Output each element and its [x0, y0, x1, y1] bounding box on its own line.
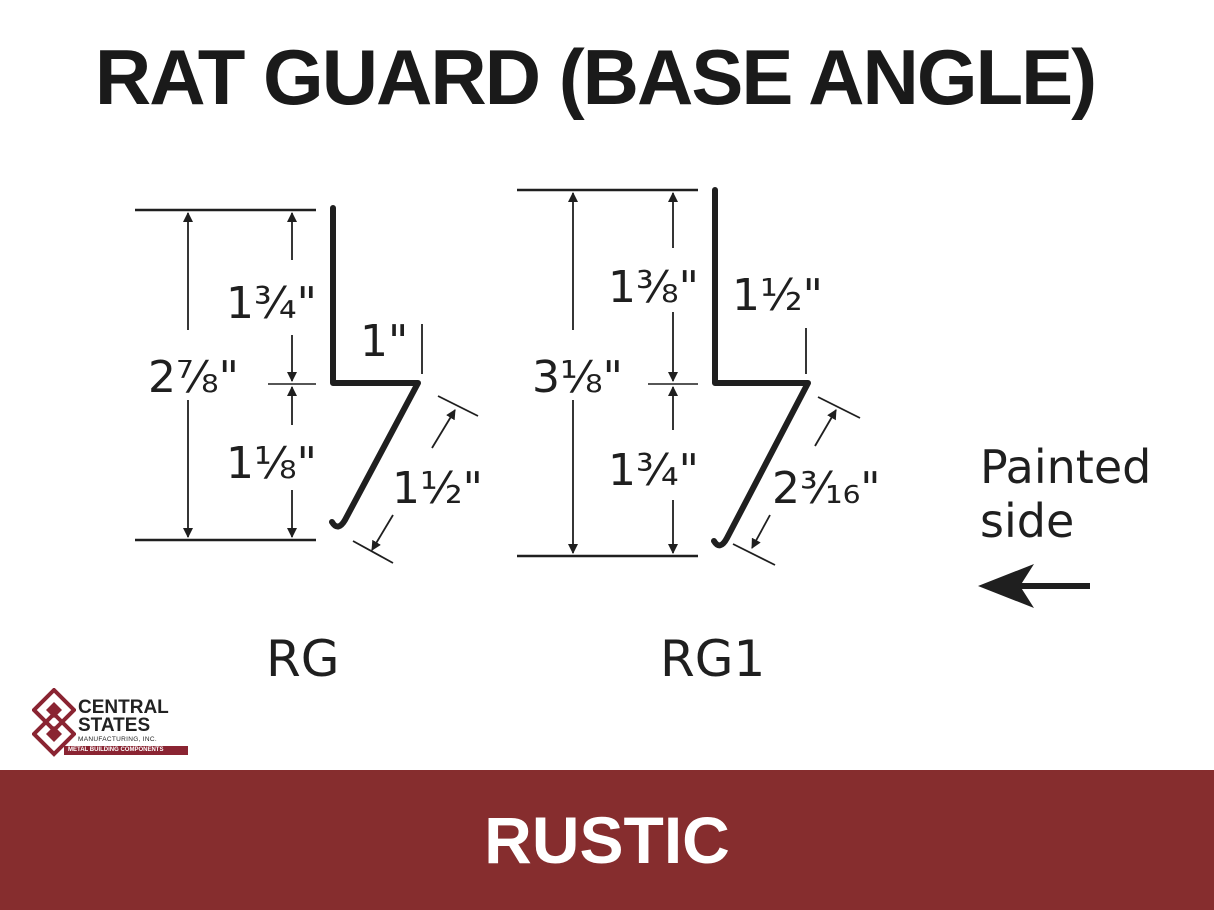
color-name: RUSTIC [484, 803, 730, 877]
color-footer-band: RUSTIC [0, 770, 1214, 910]
rg-upper-height-label: 1¾" [226, 278, 317, 329]
rg1-diagram: 3⅛" 1⅜" 1¾" 1½" 2³⁄₁₆" RG1 [517, 187, 881, 688]
rg-top-flange-label: 1" [360, 316, 408, 367]
rg1-top-flange-label: 1½" [732, 270, 823, 321]
rg1-slope-ext-top [817, 396, 861, 419]
profile-diagrams: 2⅞" 1¾" 1⅛" 1" 1½" RG 3⅛" 1⅜" [135, 187, 1151, 688]
rg-lower-height-label: 1⅛" [226, 438, 317, 489]
rg1-total-height-label: 3⅛" [532, 352, 623, 403]
logo-mark-icon [32, 688, 76, 757]
rg1-slope-length-label: 2³⁄₁₆" [772, 463, 881, 514]
logo-subtitle: MANUFACTURING, INC. [78, 736, 158, 743]
painted-side-label-line2: side [980, 494, 1074, 548]
left-arrow-icon [978, 564, 1090, 608]
logo-tagline: METAL BUILDING COMPONENTS [68, 747, 164, 753]
rg1-profile-shape [711, 187, 811, 549]
logo-name-line2: STATES [78, 715, 151, 736]
rg-slope-ext-bottom [352, 540, 394, 564]
page-title: RAT GUARD (BASE ANGLE) [94, 33, 1097, 121]
rg-diagram: 2⅞" 1¾" 1⅛" 1" 1½" RG [135, 205, 483, 688]
rg-label: RG [266, 630, 340, 688]
rg-total-height-label: 2⅞" [148, 352, 239, 403]
rg-slope-arrow-up [431, 409, 456, 449]
rg1-lower-height-label: 1¾" [608, 445, 699, 496]
logo-tag-bar [64, 746, 188, 755]
logo-name-line1: CENTRAL [78, 697, 169, 718]
central-states-logo: CENTRAL STATES MANUFACTURING, INC. METAL… [32, 688, 192, 758]
painted-side-label-line1: Painted [980, 440, 1151, 494]
rg1-slope-arrow-down [751, 514, 771, 549]
rg1-slope-arrow-up [814, 409, 837, 447]
rg-profile-shape [329, 205, 421, 530]
rg1-label: RG1 [660, 630, 765, 688]
rg1-slope-ext-bottom [732, 543, 776, 566]
rg-slope-length-label: 1½" [392, 463, 483, 514]
rg-slope-arrow-down [371, 514, 394, 551]
rg1-upper-height-label: 1⅜" [608, 262, 699, 313]
rg-slope-ext-top [437, 395, 479, 417]
